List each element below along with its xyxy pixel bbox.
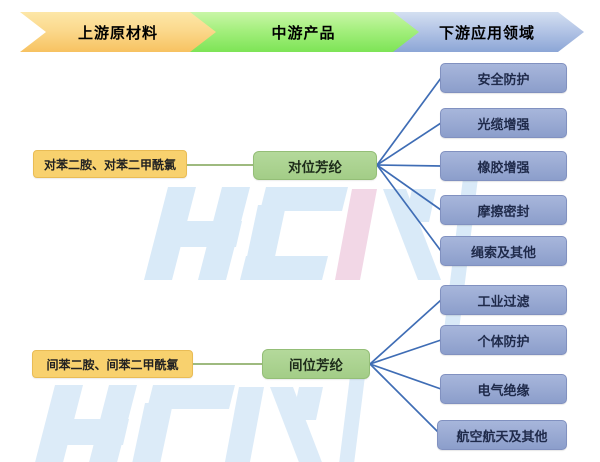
midstream-box-para-aramid: 对位芳纶 [253,151,377,180]
downstream-box-optical-cable-reinforcement: 光缆增强 [440,108,567,138]
watermark-row-2 [35,368,366,462]
stage-label-midstream: 中游产品 [271,24,336,42]
downstream-box-safety-protection: 安全防护 [440,63,567,93]
downstream-box-friction-sealing: 摩擦密封 [440,195,567,225]
stage-chevron-downstream: 下游应用领域 [390,12,584,52]
downstream-box-industrial-filtration: 工业过滤 [440,285,567,315]
downstream-box-electrical-insulation: 电气绝缘 [440,374,567,404]
fan-lines-meta [369,299,442,436]
stage-label-upstream: 上游原材料 [77,24,158,42]
upstream-box-para-materials: 对苯二胺、对苯二甲酰氯 [33,150,187,178]
watermark-letter-h [144,187,250,280]
upstream-box-meta-materials: 间苯二胺、间苯二甲酰氯 [32,350,193,378]
downstream-box-rubber-reinforcement: 橡胶增强 [440,151,567,181]
downstream-box-aerospace-and-others: 航空航天及其他 [437,420,567,450]
stage-chevron-upstream: 上游原材料 [20,12,216,52]
downstream-box-rope-and-others: 绳索及其他 [440,236,567,266]
watermark-letter-c [240,187,348,280]
stage-chevron-midstream: 中游产品 [188,12,419,52]
downstream-box-personal-protection: 个体防护 [440,325,567,355]
stage-label-downstream: 下游应用领域 [438,24,535,42]
fan-lines-para [376,77,442,252]
midstream-box-meta-aramid: 间位芳纶 [262,349,370,379]
